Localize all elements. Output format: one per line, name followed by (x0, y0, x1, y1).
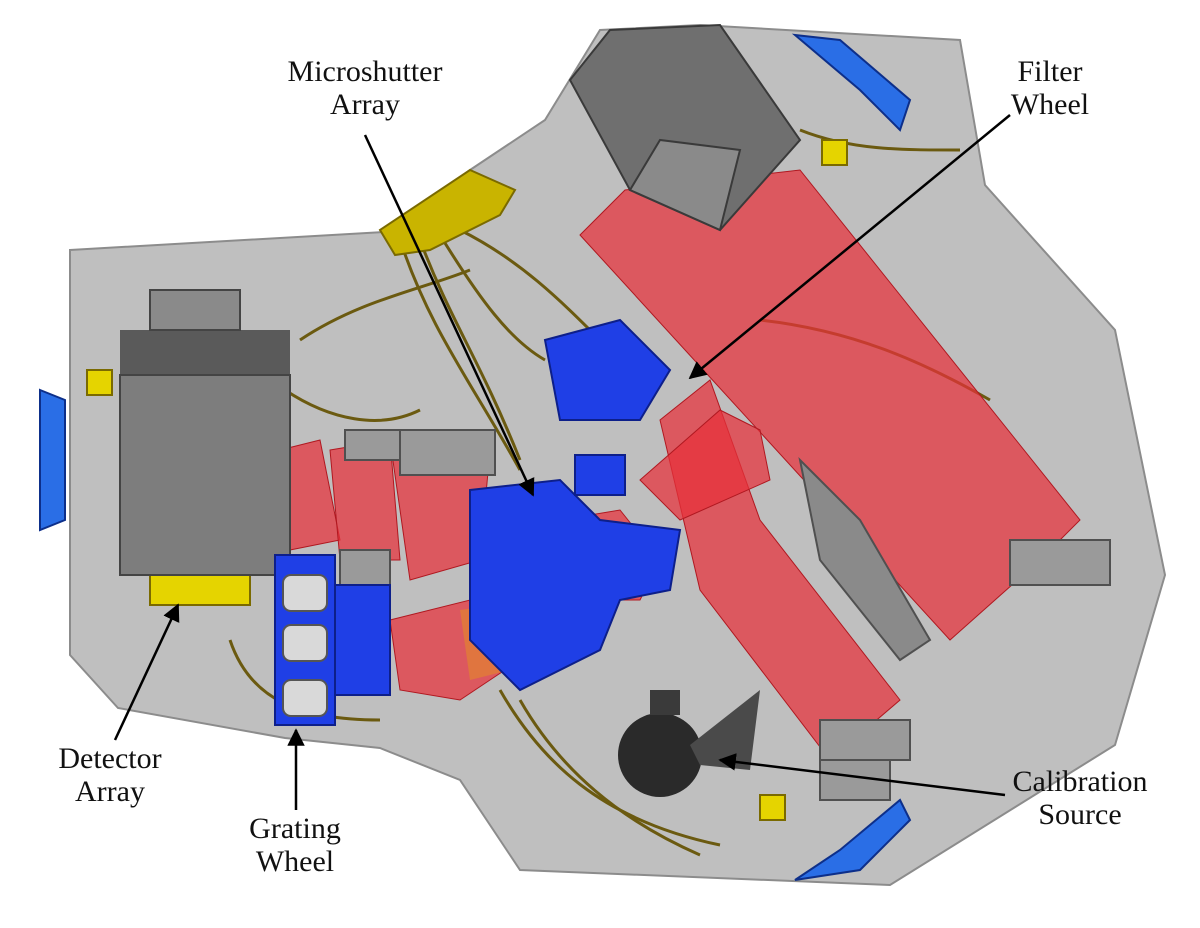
filter-wheel-label: Filter Wheel (995, 55, 1105, 121)
calibration-source-body (618, 690, 760, 797)
label-line: Detector (58, 742, 162, 775)
filter-wheel-arrow (688, 114, 1011, 380)
label-line: Wheel (1010, 88, 1090, 121)
calibration-source-label: Calibration Source (1000, 765, 1160, 831)
microshutter-arrow (363, 134, 535, 497)
grating-window (282, 574, 328, 717)
mounting-bracket (39, 33, 912, 881)
detector-array-label: Detector Array (40, 742, 180, 808)
grating-wheel-label: Grating Wheel (235, 812, 355, 878)
detector-housing (119, 289, 291, 576)
label-line: Wheel (255, 845, 335, 878)
label-line: Microshutter (287, 55, 443, 88)
label-line: Grating (249, 812, 341, 845)
detector-arrow (113, 603, 180, 741)
label-line: Source (1038, 798, 1122, 831)
label-line: Array (75, 775, 145, 808)
microshutter-array-label: Microshutter Array (275, 55, 455, 121)
label-line: Calibration (1012, 765, 1148, 798)
label-line: Array (330, 88, 400, 121)
collimator-housing (568, 23, 802, 232)
callout-arrows (113, 114, 1011, 810)
truss-structure (798, 456, 932, 662)
msa-assembly (469, 318, 682, 692)
connector-block (378, 168, 517, 257)
label-line: Filter (1017, 55, 1083, 88)
yellow-connector (86, 139, 848, 821)
calibration-arrow (718, 753, 1006, 797)
